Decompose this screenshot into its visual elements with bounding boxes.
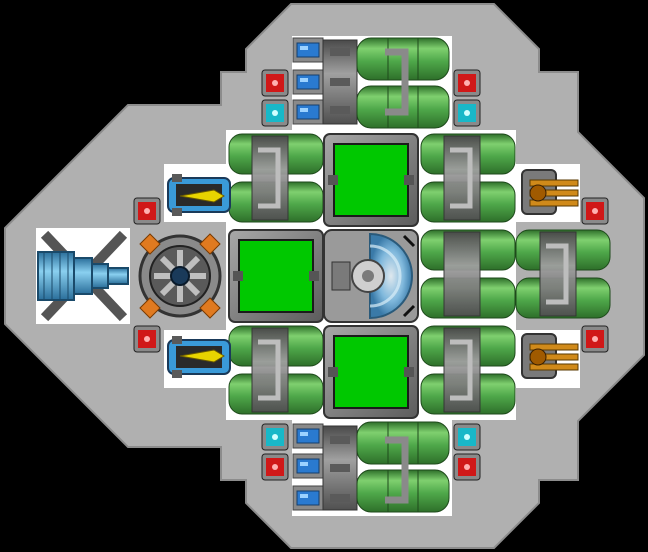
missile-launcher-icon[interactable]: [167, 336, 231, 378]
power-cell-icon: [292, 99, 324, 125]
pipe-manifold: [443, 231, 481, 317]
power-cell-icon: [292, 485, 324, 511]
engine-thruster-icon[interactable]: [37, 230, 129, 322]
red-port-icon[interactable]: [133, 197, 161, 225]
missile-launcher-icon[interactable]: [167, 174, 231, 216]
red-port-icon[interactable]: [261, 69, 289, 97]
cockpit-dome-icon[interactable]: [323, 229, 419, 323]
power-cell-icon: [292, 423, 324, 449]
top-fuel-block: [292, 37, 450, 129]
left-upper-tanks: [228, 133, 324, 223]
red-port-icon[interactable]: [581, 325, 609, 353]
power-cell-icon: [292, 453, 324, 479]
red-port-icon[interactable]: [133, 325, 161, 353]
red-port-icon[interactable]: [581, 197, 609, 225]
cyan-port-icon[interactable]: [453, 423, 481, 451]
red-port-icon[interactable]: [453, 69, 481, 97]
right-lower-tanks: [420, 325, 516, 415]
room-top[interactable]: [323, 133, 419, 227]
red-port-icon[interactable]: [261, 453, 289, 481]
left-lower-tanks: [228, 325, 324, 415]
power-cell-icon: [292, 69, 324, 95]
cyan-port-icon[interactable]: [261, 99, 289, 127]
right-middle-tanks: [420, 229, 611, 319]
room-bottom[interactable]: [323, 325, 419, 419]
bottom-fuel-block: [292, 421, 450, 513]
power-cell-icon: [292, 37, 324, 63]
red-port-icon[interactable]: [453, 453, 481, 481]
gatling-turret-icon[interactable]: [521, 169, 579, 215]
cyan-port-icon[interactable]: [453, 99, 481, 127]
right-upper-tanks: [420, 133, 516, 223]
cyan-port-icon[interactable]: [261, 423, 289, 451]
room-left[interactable]: [228, 229, 324, 323]
reactor-core-icon[interactable]: [138, 233, 222, 319]
gatling-turret-icon[interactable]: [521, 333, 579, 379]
